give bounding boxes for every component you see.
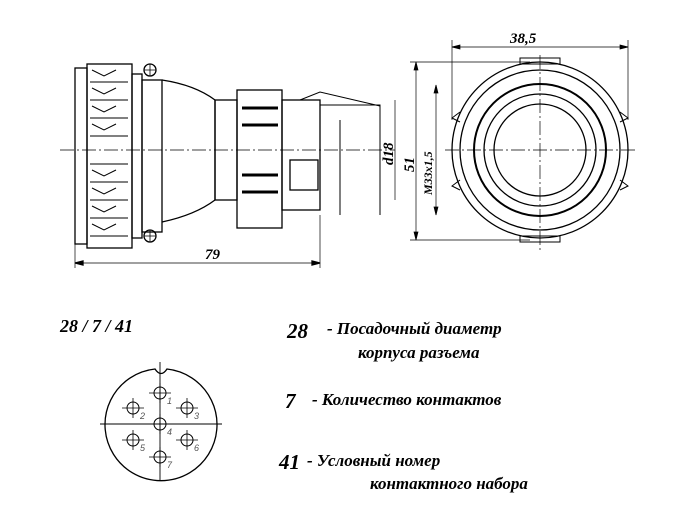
dim-thread-dia: d18 (381, 142, 397, 165)
legend-text: - Посадочный диаметр (327, 319, 502, 338)
dim-width: 38,5 (509, 31, 537, 47)
pin-label: 4 (167, 427, 172, 437)
legend-num: 28 (287, 319, 308, 343)
pin-label: 1 (167, 396, 172, 406)
pin-3: 3 (176, 398, 199, 421)
legend-num: 41 (279, 450, 300, 474)
legend-text: контактного набора (370, 474, 528, 493)
pin-5: 5 (122, 430, 146, 453)
pin-7: 7 (149, 447, 173, 470)
pin-label: 2 (139, 411, 145, 421)
front-view (445, 55, 635, 250)
legend-text: - Количество контактов (312, 390, 502, 409)
pin-layout: 1 2 3 4 5 6 7 (100, 362, 222, 482)
legend-text: - Условный номер (307, 451, 441, 470)
pin-label: 7 (167, 460, 173, 470)
pin-4: 4 (149, 414, 172, 437)
legend-text: корпуса разъема (358, 343, 480, 362)
pin-6: 6 (176, 430, 199, 453)
pin-label: 6 (194, 443, 199, 453)
side-view: 79 d18 (60, 63, 397, 268)
legend-num: 7 (285, 389, 296, 413)
pin-1: 1 (149, 383, 172, 406)
pin-label: 3 (194, 411, 199, 421)
dim-length: 79 (205, 247, 221, 263)
pin-2: 2 (122, 398, 145, 421)
dim-thread: M33x1,5 (421, 151, 435, 196)
dim-height: 51 (402, 157, 418, 172)
pin-label: 5 (140, 443, 146, 453)
connector-code: 28 / 7 / 41 (60, 316, 134, 336)
front-dimensions: 51 M33x1,5 38,5 (402, 31, 629, 241)
